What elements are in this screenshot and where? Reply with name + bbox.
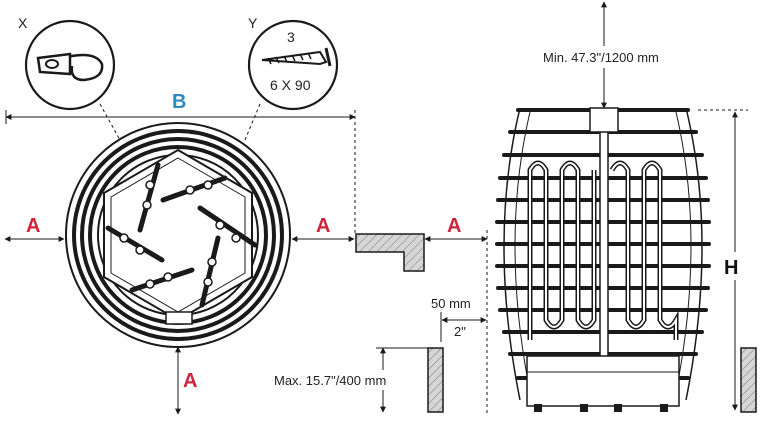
clamp-icon [36, 52, 104, 82]
min-height-label: Min. 47.3"/1200 mm [543, 50, 659, 65]
dimension-b: B [5, 91, 356, 235]
dimension-max-height: Max. 15.7"/400 mm [272, 347, 428, 413]
dimension-h: H [698, 109, 748, 411]
b-label: B [172, 91, 186, 113]
max-height-label: Max. 15.7"/400 mm [274, 373, 386, 388]
dimension-a-wall: A [424, 215, 488, 242]
callout-y: Y 3 6 X 90 [244, 15, 339, 141]
a-label-wall: A [447, 215, 461, 237]
screw-icon [261, 47, 332, 67]
dimension-a-right: A [291, 215, 355, 242]
callout-x: X [18, 15, 121, 141]
wall-section [355, 233, 425, 272]
side-wall-right [740, 347, 757, 413]
dimension-a-left: A [4, 215, 65, 242]
side-wall-left [427, 347, 444, 413]
heater-top-view [65, 122, 291, 348]
dimension-gap: 50 mm 2" [431, 230, 488, 414]
screw-size: 6 X 90 [270, 77, 311, 93]
screw-count: 3 [287, 29, 295, 45]
a-label-left: A [26, 215, 40, 237]
gap-mm-label: 50 mm [431, 296, 471, 311]
dimension-min-height: Min. 47.3"/1200 mm [540, 1, 692, 109]
a-label-bottom: A [183, 370, 197, 392]
callout-x-label: X [18, 15, 28, 31]
h-label: H [724, 257, 738, 279]
heater-side-view [495, 107, 711, 412]
callout-y-label: Y [248, 15, 258, 31]
dimension-a-bottom: A [175, 346, 197, 415]
gap-in-label: 2" [454, 324, 466, 339]
a-label-right: A [316, 215, 330, 237]
